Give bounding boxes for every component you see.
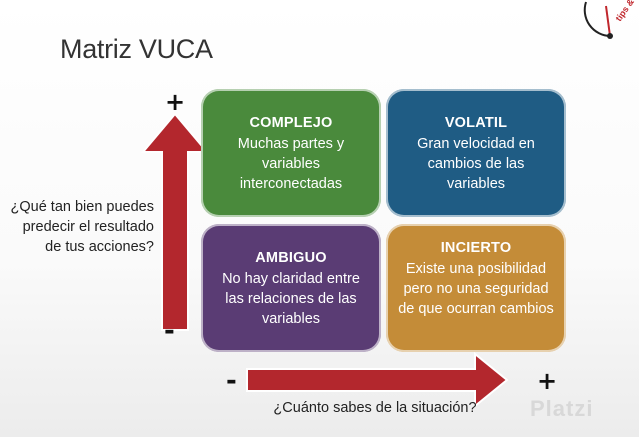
quadrant-title: AMBIGUO bbox=[255, 250, 327, 266]
y-axis-arrow bbox=[140, 112, 210, 331]
quadrant-description: Existe una posibilidad pero no una segur… bbox=[398, 261, 554, 317]
x-axis-minus: - bbox=[226, 366, 237, 396]
quadrant-description: No hay claridad entre las relaciones de … bbox=[222, 271, 360, 327]
y-axis-plus: + bbox=[165, 88, 186, 116]
quadrant-ambiguo: AMBIGUO No hay claridad entre las relaci… bbox=[201, 224, 381, 352]
x-axis-plus: + bbox=[537, 367, 558, 395]
y-axis-minus: - bbox=[164, 316, 175, 346]
speedometer-icon: tips & tricks bbox=[583, 0, 639, 39]
x-axis-arrow bbox=[246, 351, 509, 409]
x-axis-question: ¿Cuánto sabes de la situación? bbox=[273, 400, 477, 416]
quadrant-title: VOLATIL bbox=[444, 115, 508, 131]
quadrant-volatil: VOLATIL Gran velocidad en cambios de las… bbox=[386, 89, 566, 217]
tips-tricks-logo: tips & tricks bbox=[580, 0, 639, 40]
slide-title: Matriz VUCA bbox=[60, 34, 213, 64]
quadrant-complejo: COMPLEJO Muchas partes y variables inter… bbox=[201, 89, 381, 217]
y-axis-question: ¿Qué tan bien puedes predecir el resulta… bbox=[10, 199, 155, 255]
quadrant-title: INCIERTO bbox=[440, 240, 512, 256]
quadrant-description: Gran velocidad en cambios de las variabl… bbox=[417, 136, 535, 192]
quadrant-incierto: INCIERTO Existe una posibilidad pero no … bbox=[386, 224, 566, 352]
quadrant-title: COMPLEJO bbox=[249, 115, 333, 131]
quadrant-description: Muchas partes y variables interconectada… bbox=[237, 136, 345, 192]
platzi-watermark: Platzi bbox=[530, 396, 594, 421]
